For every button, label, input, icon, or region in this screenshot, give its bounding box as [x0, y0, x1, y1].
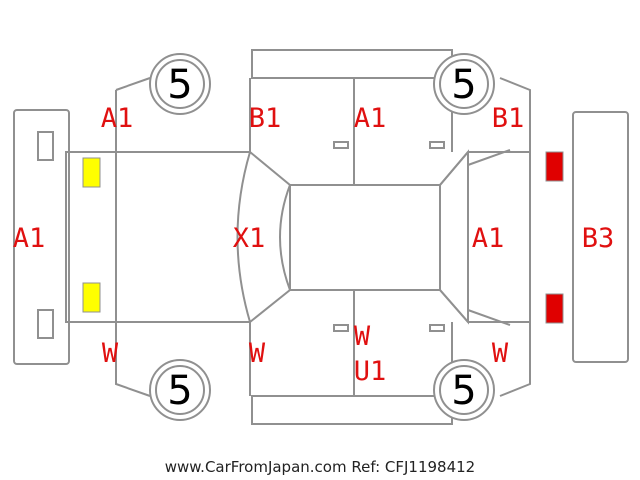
code-front-bumper: A1 — [13, 223, 46, 254]
tire-rear-right-ring — [439, 365, 489, 415]
footer-reference: www.CarFromJapan.com Ref: CFJ1198412 — [165, 458, 475, 476]
rear-bumper-outline — [572, 111, 629, 363]
rear-left-fender-outline — [499, 77, 531, 152]
code-front-right-door: W — [249, 338, 266, 369]
left-side-panel-top — [251, 49, 453, 79]
tire-rear-left-ring — [439, 59, 489, 109]
code-rear-right-door-1: W — [354, 321, 371, 352]
right-side-panel-bottom — [251, 395, 453, 425]
door-line-bottom — [249, 290, 453, 396]
code-front-left-door: B1 — [249, 103, 282, 134]
code-front-left-fender: A1 — [101, 103, 134, 134]
door-handle-1 — [333, 141, 349, 149]
door-handle-2 — [429, 141, 445, 149]
rear-glass-outline — [439, 149, 469, 325]
tire-rear-right-circle — [433, 359, 495, 421]
front-light-bottom-marker — [82, 282, 101, 313]
code-rear-left-fender: B1 — [492, 103, 525, 134]
tailgate-line — [467, 149, 511, 326]
door-handle-4 — [429, 324, 445, 332]
door-handle-3 — [333, 324, 349, 332]
front-right-fender-outline — [115, 322, 151, 397]
front-light-top-marker — [82, 157, 101, 188]
tire-front-left-ring — [155, 59, 205, 109]
roof-outline — [289, 184, 441, 291]
tire-front-left-circle — [149, 53, 211, 115]
tire-rear-right-number: 5 — [451, 368, 476, 414]
windshield-outline — [236, 151, 251, 323]
rear-light-bottom-marker — [545, 293, 564, 324]
windshield-inner — [279, 184, 291, 291]
code-rear-left-door: A1 — [354, 103, 387, 134]
code-rear-right-door-2: U1 — [354, 356, 387, 387]
front-left-fender-outline — [115, 77, 151, 152]
front-bumper-detail-top — [37, 131, 54, 161]
tire-front-left-number: 5 — [167, 62, 192, 108]
tire-front-right-number: 5 — [167, 368, 192, 414]
tire-front-right-circle — [149, 359, 211, 421]
front-bumper-outline — [13, 109, 70, 365]
code-rear-glass: A1 — [472, 223, 505, 254]
code-rear-bumper: B3 — [582, 223, 615, 254]
code-front-right-fender: W — [102, 338, 119, 369]
rear-right-fender-outline — [499, 322, 531, 397]
tire-front-right-ring — [155, 365, 205, 415]
tire-rear-left-circle — [433, 53, 495, 115]
front-bumper-detail-bottom — [37, 309, 54, 339]
code-roof: X1 — [233, 223, 266, 254]
rear-light-top-marker — [545, 151, 564, 182]
code-rear-right-fender: W — [492, 338, 509, 369]
tire-rear-left-number: 5 — [451, 62, 476, 108]
